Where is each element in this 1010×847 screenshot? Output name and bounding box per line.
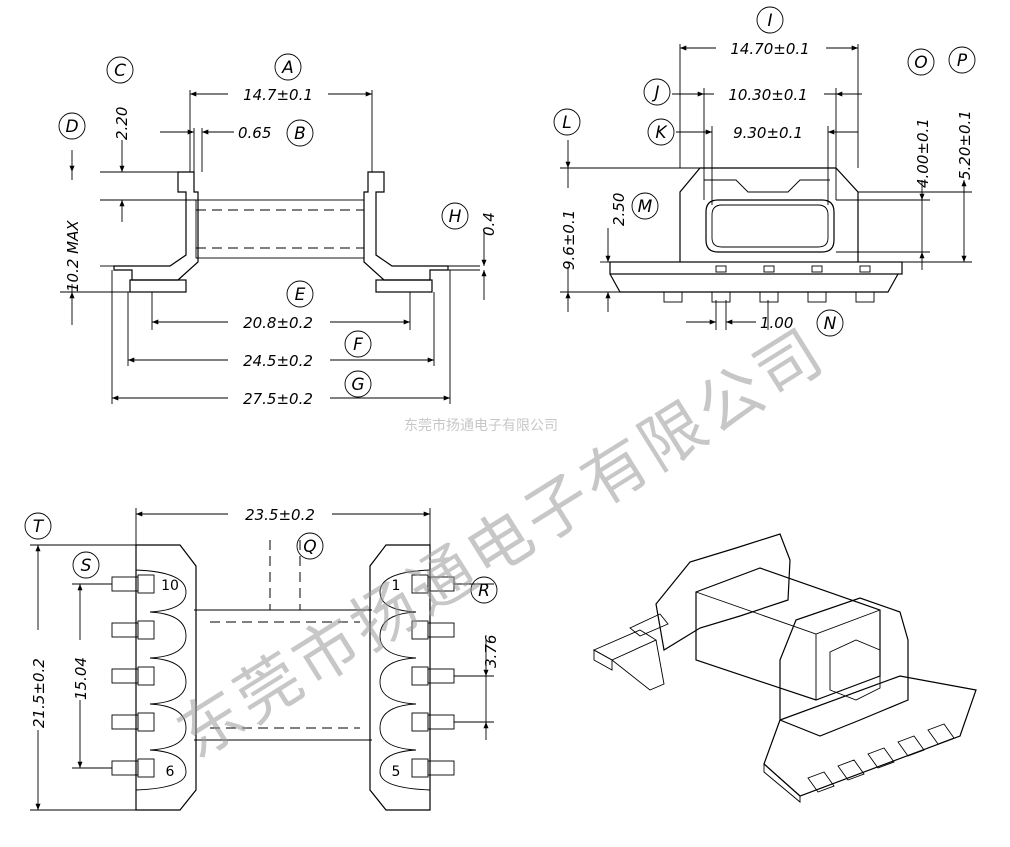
label-t: T xyxy=(24,512,52,540)
side-dim-l-text: 9.6±0.1 xyxy=(560,210,578,270)
label-c: C xyxy=(106,56,134,84)
side-dim-m-text: 2.50 xyxy=(610,193,628,226)
svg-text:E: E xyxy=(295,285,306,305)
watermark-large: 东莞市扬通电子有限公司 xyxy=(165,314,839,773)
iso-base-plate xyxy=(763,675,977,797)
side-dim-i-text: 14.70±0.1 xyxy=(730,40,809,58)
svg-text:N: N xyxy=(824,314,837,334)
iso-near-flange xyxy=(779,597,909,737)
front-dim-a-text: 14.7±0.1 xyxy=(243,86,313,104)
label-i: I xyxy=(756,6,784,34)
svg-text:F: F xyxy=(353,335,363,355)
svg-text:I: I xyxy=(767,11,772,31)
side-dim-o-text: 4.00±0.1 xyxy=(914,118,932,188)
isometric-view xyxy=(592,533,977,803)
label-r: R xyxy=(470,576,498,604)
side-window xyxy=(705,199,835,253)
pin-number-10: 10 xyxy=(161,578,179,594)
front-dim-h-text: 0.4 xyxy=(480,212,498,236)
side-view: 14.70±0.1 10.30±0.1 9.30±0.1 9.6±0.1 2.5… xyxy=(553,6,976,337)
label-k: K xyxy=(647,118,675,146)
side-dim-p-text: 5.20±0.1 xyxy=(956,110,974,180)
side-base xyxy=(609,261,903,275)
top-dim-r-text: 3.76 xyxy=(482,635,500,668)
label-f: F xyxy=(344,330,372,358)
front-bobbin-tube xyxy=(195,199,365,259)
svg-text:P: P xyxy=(957,51,968,71)
svg-text:G: G xyxy=(351,375,364,395)
svg-text:J: J xyxy=(651,83,659,103)
iso-pins xyxy=(807,723,955,793)
label-a: A xyxy=(274,53,302,81)
svg-text:L: L xyxy=(562,113,571,133)
svg-text:B: B xyxy=(294,124,306,144)
top-dim-q-text: 23.5±0.2 xyxy=(245,506,315,524)
top-left-pins xyxy=(111,574,155,778)
svg-text:K: K xyxy=(655,123,668,143)
label-g: G xyxy=(344,370,372,398)
svg-text:Q: Q xyxy=(303,537,316,557)
pin-number-6: 6 xyxy=(166,764,175,780)
label-l: L xyxy=(553,108,581,136)
svg-text:A: A xyxy=(281,58,294,78)
top-dim-s-text: 15.04 xyxy=(72,657,90,700)
side-dim-k-text: 9.30±0.1 xyxy=(733,124,803,142)
front-dim-e-text: 20.8±0.2 xyxy=(243,314,313,332)
svg-text:D: D xyxy=(65,117,78,137)
top-view: 10 6 1 5 23.5±0.2 3.76 15.04 21.5±0.2 Q … xyxy=(24,504,500,811)
label-d: D xyxy=(58,112,86,140)
svg-text:H: H xyxy=(449,207,462,227)
front-dim-d-text: 10.2 MAX xyxy=(64,220,82,292)
side-flange-outline xyxy=(679,167,859,262)
label-q: Q xyxy=(296,532,324,560)
side-dim-n-text: 1.00 xyxy=(760,314,793,332)
svg-text:T: T xyxy=(33,517,45,537)
front-view: 14.7±0.1 0.65 2.20 10.2 MAX 20.8±0.2 24.… xyxy=(58,53,498,408)
watermark-small: 东莞市扬通电子有限公司 xyxy=(404,417,558,434)
label-e: E xyxy=(286,280,314,308)
svg-text:C: C xyxy=(114,61,126,81)
front-dim-f-text: 24.5±0.2 xyxy=(243,352,313,370)
label-o: O xyxy=(907,48,935,76)
front-dim-b-text: 0.65 xyxy=(238,124,271,142)
top-dim-t-text: 21.5±0.2 xyxy=(30,658,48,728)
svg-text:M: M xyxy=(638,197,653,217)
svg-text:S: S xyxy=(81,556,92,576)
label-m: M xyxy=(631,192,659,220)
front-dim-g-text: 27.5±0.2 xyxy=(243,390,313,408)
side-pins xyxy=(663,265,875,303)
pin-number-5: 5 xyxy=(392,764,401,780)
label-s: S xyxy=(72,551,100,579)
pin-number-1: 1 xyxy=(392,578,401,594)
label-p: P xyxy=(948,46,976,74)
svg-text:O: O xyxy=(914,53,927,73)
label-b: B xyxy=(286,119,314,147)
iso-core-block xyxy=(695,567,881,701)
top-right-flange xyxy=(369,544,431,811)
front-left-flange xyxy=(113,171,199,281)
side-dim-j-text: 10.30±0.1 xyxy=(728,86,807,104)
label-n: N xyxy=(816,309,844,337)
front-dim-c-text: 2.20 xyxy=(113,107,131,140)
label-j: J xyxy=(643,78,671,106)
label-h: H xyxy=(441,202,469,230)
svg-text:R: R xyxy=(478,581,490,601)
front-right-flange xyxy=(363,171,449,281)
